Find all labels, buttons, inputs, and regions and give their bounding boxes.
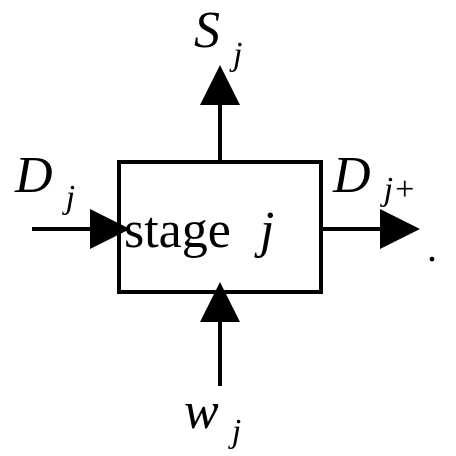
input-left-base: D [14, 147, 53, 204]
input-bottom-base: w [184, 383, 219, 440]
output-top-label: S j [194, 2, 242, 73]
input-left-sub: j [62, 179, 75, 216]
input-left-label: D j [14, 147, 75, 216]
output-right-base: D [332, 147, 371, 204]
output-top-base: S [194, 2, 220, 59]
output-right-label: D j+ [332, 147, 416, 208]
input-bottom-label: w j [184, 383, 241, 450]
input-bottom-sub: j [228, 413, 241, 450]
output-right-sub: j+ [380, 171, 416, 208]
output-top-sub: j [229, 36, 242, 73]
stage-label: stage j [124, 202, 274, 259]
stage-word: stage [124, 202, 231, 259]
stage-index: j [254, 202, 274, 259]
trailing-mark: . [427, 225, 437, 270]
